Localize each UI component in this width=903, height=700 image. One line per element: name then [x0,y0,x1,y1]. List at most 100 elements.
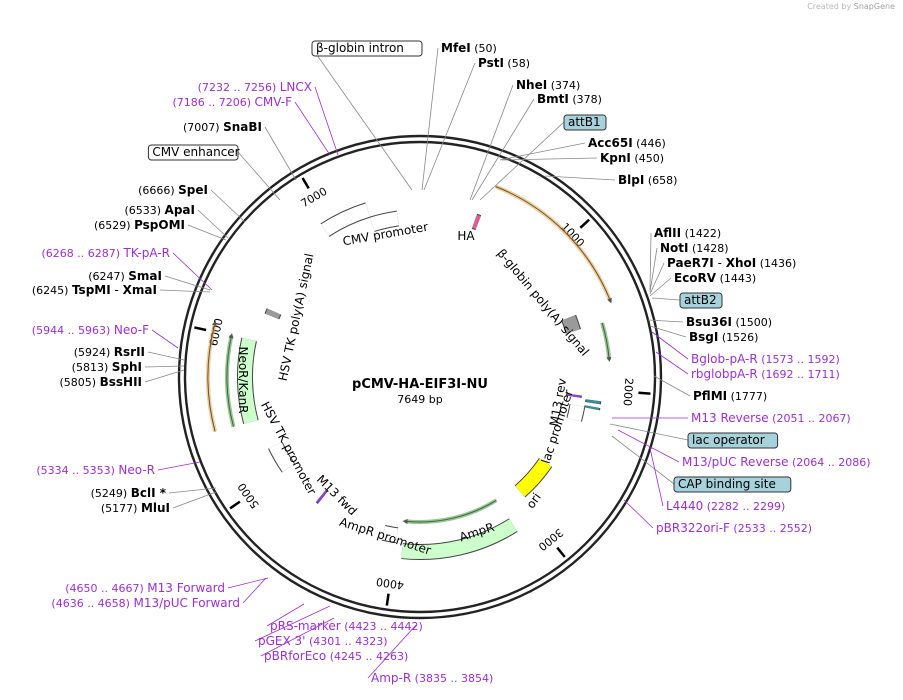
feature-label-hsv-tk-poly-a-signal: HSV TK poly(A) signal [276,252,317,382]
site-label-cmv-enhancer: CMV enhancer [147,144,240,161]
site-label-attb1: attB1 [563,114,607,131]
scale-tick-7000 [301,177,310,190]
label-text: pGEX 3' (4301 .. 4323) [258,634,388,648]
site-label-b-globin-intron: β-globin intron [311,40,423,57]
label-text: KpnI (450) [600,151,664,165]
scale-tick-2000 [638,391,651,395]
label-text: (7007) SnaBI [183,120,262,134]
feature-ha [472,214,481,230]
leader-pspomi [187,224,227,241]
feature-neor-kanr [238,338,258,424]
leader-prs-marker [266,603,305,627]
leader-b-globin-intron [311,47,413,191]
orf-arc-4 [402,499,497,524]
site-label-rbglobpa-r: rbglobpA-R (1692 .. 1711) [691,367,840,381]
label-box [679,292,723,309]
site-label-bsu36i: Bsu36I (1500) [686,315,772,329]
leader-blpi [544,175,616,181]
leader-acc65i [499,142,586,161]
leader-neo-r [157,461,201,471]
scale-tick-3000 [556,546,566,558]
leader-neo-f [151,329,179,349]
scale-label-5000: 5000 [235,480,262,510]
label-text: BsgI (1526) [689,330,758,344]
feature-lac-promoter [567,404,585,422]
site-label-aflii: AflII (1422) [654,226,721,240]
site-label-acc65i: Acc65I (446) [588,136,666,150]
leader-psti [423,62,476,191]
leader-ecorv [649,277,672,297]
plasmid-size: 7649 bp [397,393,442,406]
site-label-lac-operator: lac operator [687,432,779,449]
leader-attb2 [651,297,681,301]
scale-tick-6000 [194,326,207,332]
leader-m13-puc-forward [242,577,267,604]
leader-tk-pa-r [172,252,213,291]
site-label-apai: (6533) ApaI [124,203,195,217]
site-label-neo-f: (5944 .. 5963) Neo-F [32,323,149,337]
feature-label-hsv-tk-promoter: HSV TK promoter [258,399,319,497]
feature-globin-poly-a-signal [562,315,581,334]
orf-arcs [205,184,613,524]
site-label-rsrii: (5924) RsrII [74,345,145,359]
leader-pbrforeco [260,617,335,657]
site-label-m13-reverse: M13 Reverse (2051 .. 2067) [691,411,851,425]
site-label-pbr322ori-f: pBR322ori-F (2533 .. 2552) [656,521,812,535]
label-text: NotI (1428) [660,241,729,255]
label-text: BmtI (378) [537,92,602,106]
site-label-tk-pa-r: (6268 .. 6287) TK-pA-R [41,246,170,260]
feature-cmv-promoter [370,211,399,232]
label-text: (5813) SphI [72,360,142,374]
label-text: lac operator [692,433,765,447]
feature-label-ha: HA [457,229,475,243]
orf-arc-3 [226,333,234,427]
orf-arc-0 [495,186,612,304]
label-text: M13 Reverse (2051 .. 2067) [691,411,851,425]
label-text: (7186 .. 7206) CMV-F [172,95,292,109]
leader-aflii [649,232,652,291]
snapgene-watermark: Created by SnapGene [807,2,895,11]
leader-bsgi [649,325,687,338]
site-label-m13-puc-reverse: M13/pUC Reverse (2064 .. 2086) [682,455,871,469]
site-label-prs-marker: pRS-marker (4423 .. 4442) [270,619,423,633]
label-text: (7232 .. 7256) LNCX [198,80,312,94]
feature-hsv-tk-poly-a-signal [265,308,281,320]
feature-ampr-promoter [381,525,399,543]
site-label-bsshii: (5805) BssHII [60,375,142,389]
leader-spei [210,189,246,223]
label-text: PstI (58) [478,56,530,70]
leader-amp-r [367,624,417,679]
orf-arc-2 [207,320,217,432]
orf-arc-glow-0 [494,184,613,302]
label-text: L4440 (2282 .. 2299) [666,499,785,513]
leader-tspmi [159,289,211,293]
leader-rsrii [147,351,185,361]
site-label-attb2: attB2 [679,292,723,309]
leader-noti [649,247,658,293]
plasmid-name: pCMV-HA-EIF3I-NU [352,377,488,392]
feature-label-m13-fwd: M13 fwd [314,472,360,518]
label-text: attB2 [684,293,717,307]
site-label-m13-puc-forward: (4636 .. 4658) M13/pUC Forward [51,596,240,610]
label-text: (6247) SmaI [88,269,162,283]
leader-bmti [471,98,535,201]
label-text: MfeI (50) [441,41,497,55]
label-text: β-globin intron [316,41,404,55]
backbone-outer [177,134,663,620]
site-label-mfei: MfeI (50) [441,41,497,55]
leader-smai [164,275,211,291]
leader-pgex3 [254,605,331,642]
leader-pflmi [653,375,691,397]
label-text: (5805) BssHII [60,375,142,389]
leader-sphi [144,365,185,368]
label-text: (6268 .. 6287) TK-pA-R [41,246,170,260]
leader-cap-binding-site [611,435,675,485]
label-text: (4650 .. 4667) M13 Forward [65,581,225,595]
label-text: AflII (1422) [654,226,721,240]
site-label-ecorv: EcoRV (1443) [674,271,756,285]
leader-nhei [469,84,514,201]
leader-apai [197,209,229,239]
leader-snabi [264,126,297,181]
label-text: (5334 .. 5353) Neo-R [36,463,155,477]
